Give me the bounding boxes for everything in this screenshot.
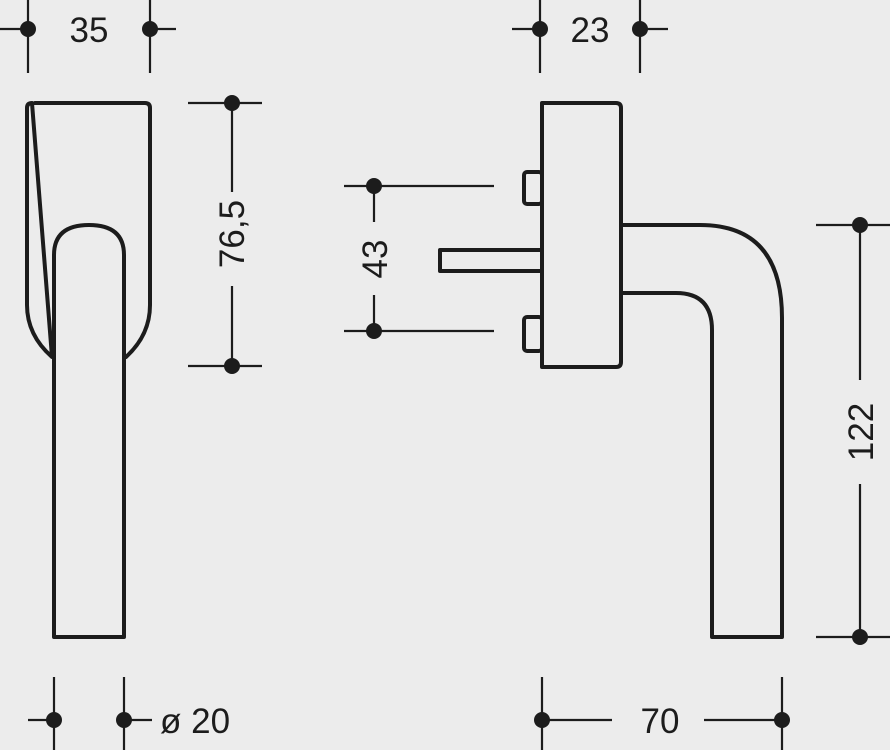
dimension-screw-spacing-label: 43 <box>356 240 395 279</box>
front-lever-outline <box>52 223 126 639</box>
dimension-shank-diameter: ø 20 <box>28 677 230 750</box>
side-lever-outline <box>619 223 784 639</box>
upper-screw-head <box>522 170 544 206</box>
dimension-rose-height-label: 76,5 <box>213 200 252 268</box>
square-spindle <box>438 248 544 273</box>
side-view <box>438 101 784 639</box>
front-rose-outline <box>25 101 152 359</box>
dimension-projection: 70 <box>534 677 790 750</box>
dimension-handle-height-label: 122 <box>842 403 881 461</box>
dimension-rose-height: 76,5 <box>188 95 262 374</box>
dimension-screw-spacing: 43 <box>344 178 494 339</box>
dimension-front-width: 35 <box>0 0 176 73</box>
dimension-shank-diameter-label: ø 20 <box>160 702 230 741</box>
dimension-side-depth: 23 <box>512 0 668 73</box>
dimension-side-depth-label: 23 <box>571 11 610 50</box>
dimension-handle-height: 122 <box>816 217 890 645</box>
lower-screw-head <box>522 315 544 353</box>
dimension-projection-label: 70 <box>641 702 680 741</box>
side-rose-outline <box>540 101 623 369</box>
dimension-front-width-label: 35 <box>70 11 109 50</box>
front-view <box>25 101 152 639</box>
